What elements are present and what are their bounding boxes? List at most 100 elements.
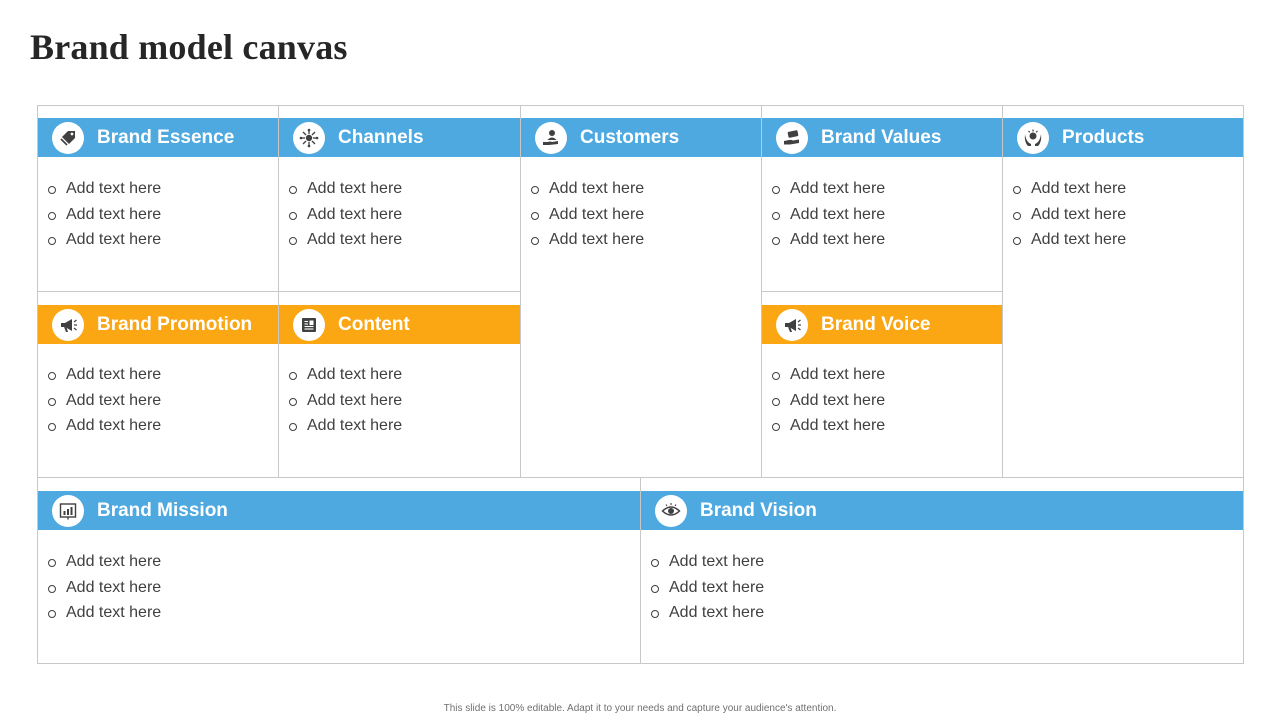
list-item: Add text here [651,600,764,626]
bullet-icon [289,423,297,432]
products-title: Products [1062,126,1145,148]
brand-vision-header: Brand Vision [641,491,1243,530]
bullet-icon [651,559,659,568]
products-list: Add text here Add text here Add text her… [1013,176,1126,253]
bullet-icon [531,211,539,220]
list-item: Add text here [48,202,161,228]
bullet-icon [651,610,659,619]
brand-essence-block: Brand Essence Add text here Add text her… [37,105,279,292]
list-item: Add text here [289,362,402,388]
list-item: Add text here [289,176,402,202]
list-item: Add text here [48,549,161,575]
hand-money-icon [776,121,808,154]
list-item: Add text here [772,388,885,414]
brand-values-title: Brand Values [821,126,942,148]
brand-mission-title: Brand Mission [97,499,228,521]
bullet-icon [1013,211,1021,220]
document-icon [293,308,325,341]
brand-voice-block: Brand Voice Add text here Add text here … [761,291,1003,478]
chart-board-icon [52,494,84,527]
channels-list: Add text here Add text here Add text her… [289,176,402,253]
list-item: Add text here [48,575,161,601]
list-item: Add text here [772,176,885,202]
bullet-icon [772,186,780,195]
footer-note: This slide is 100% editable. Adapt it to… [443,703,837,714]
bullet-icon [48,610,56,619]
brand-promotion-title: Brand Promotion [97,313,253,335]
brand-mission-list: Add text here Add text here Add text her… [48,549,161,626]
brand-promotion-block: Brand Promotion Add text here Add text h… [37,291,279,478]
brand-values-block: Brand Values Add text here Add text here… [761,105,1003,292]
products-block: Products Add text here Add text here Add… [1002,105,1244,478]
list-item: Add text here [651,575,764,601]
brand-essence-header: Brand Essence [38,118,278,157]
content-block: Content Add text here Add text here Add … [278,291,521,478]
list-item: Add text here [48,600,161,626]
bullet-icon [289,237,297,246]
list-item: Add text here [48,176,161,202]
content-header: Content [279,305,520,344]
customers-list: Add text here Add text here Add text her… [531,176,644,253]
brand-essence-list: Add text here Add text here Add text her… [48,176,161,253]
brand-mission-block: Brand Mission Add text here Add text her… [37,477,641,664]
channels-title: Channels [338,126,424,148]
brand-vision-title: Brand Vision [700,499,817,521]
list-item: Add text here [289,202,402,228]
products-header: Products [1003,118,1243,157]
list-item: Add text here [772,362,885,388]
list-item: Add text here [48,362,161,388]
list-item: Add text here [289,227,402,253]
brand-vision-block: Brand Vision Add text here Add text here… [640,477,1244,664]
list-item: Add text here [772,227,885,253]
brand-values-list: Add text here Add text here Add text her… [772,176,885,253]
bullet-icon [48,559,56,568]
bullet-icon [48,372,56,381]
bullet-icon [289,397,297,406]
bullet-icon [289,372,297,381]
list-item: Add text here [289,413,402,439]
customers-block: Customers Add text here Add text here Ad… [520,105,762,478]
customers-header: Customers [521,118,761,157]
brand-vision-list: Add text here Add text here Add text her… [651,549,764,626]
bullet-icon [48,584,56,593]
brand-promotion-header: Brand Promotion [38,305,278,344]
channels-header: Channels [279,118,520,157]
bullet-icon [772,237,780,246]
bullet-icon [1013,186,1021,195]
bullet-icon [772,397,780,406]
bullet-icon [772,211,780,220]
brand-promotion-list: Add text here Add text here Add text her… [48,362,161,439]
bullet-icon [772,372,780,381]
brand-values-header: Brand Values [762,118,1002,157]
eye-icon [655,494,687,527]
bullet-icon [1013,237,1021,246]
bullet-icon [772,423,780,432]
brand-voice-header: Brand Voice [762,305,1002,344]
list-item: Add text here [531,176,644,202]
content-title: Content [338,313,410,335]
channels-block: Channels Add text here Add text here Add… [278,105,521,292]
list-item: Add text here [48,388,161,414]
list-item: Add text here [531,227,644,253]
list-item: Add text here [289,388,402,414]
brand-essence-title: Brand Essence [97,126,235,148]
brand-voice-list: Add text here Add text here Add text her… [772,362,885,439]
list-item: Add text here [1013,202,1126,228]
bullet-icon [48,423,56,432]
list-item: Add text here [48,227,161,253]
page-title: Brand model canvas [30,27,348,67]
bullet-icon [289,186,297,195]
tag-icon [52,121,84,154]
customers-title: Customers [580,126,680,148]
list-item: Add text here [651,549,764,575]
list-item: Add text here [772,413,885,439]
megaphone-icon [776,308,808,341]
list-item: Add text here [1013,176,1126,202]
list-item: Add text here [772,202,885,228]
brand-voice-title: Brand Voice [821,313,931,335]
bullet-icon [531,237,539,246]
list-item: Add text here [531,202,644,228]
bullet-icon [48,186,56,195]
megaphone-icon [52,308,84,341]
hand-user-icon [535,121,567,154]
